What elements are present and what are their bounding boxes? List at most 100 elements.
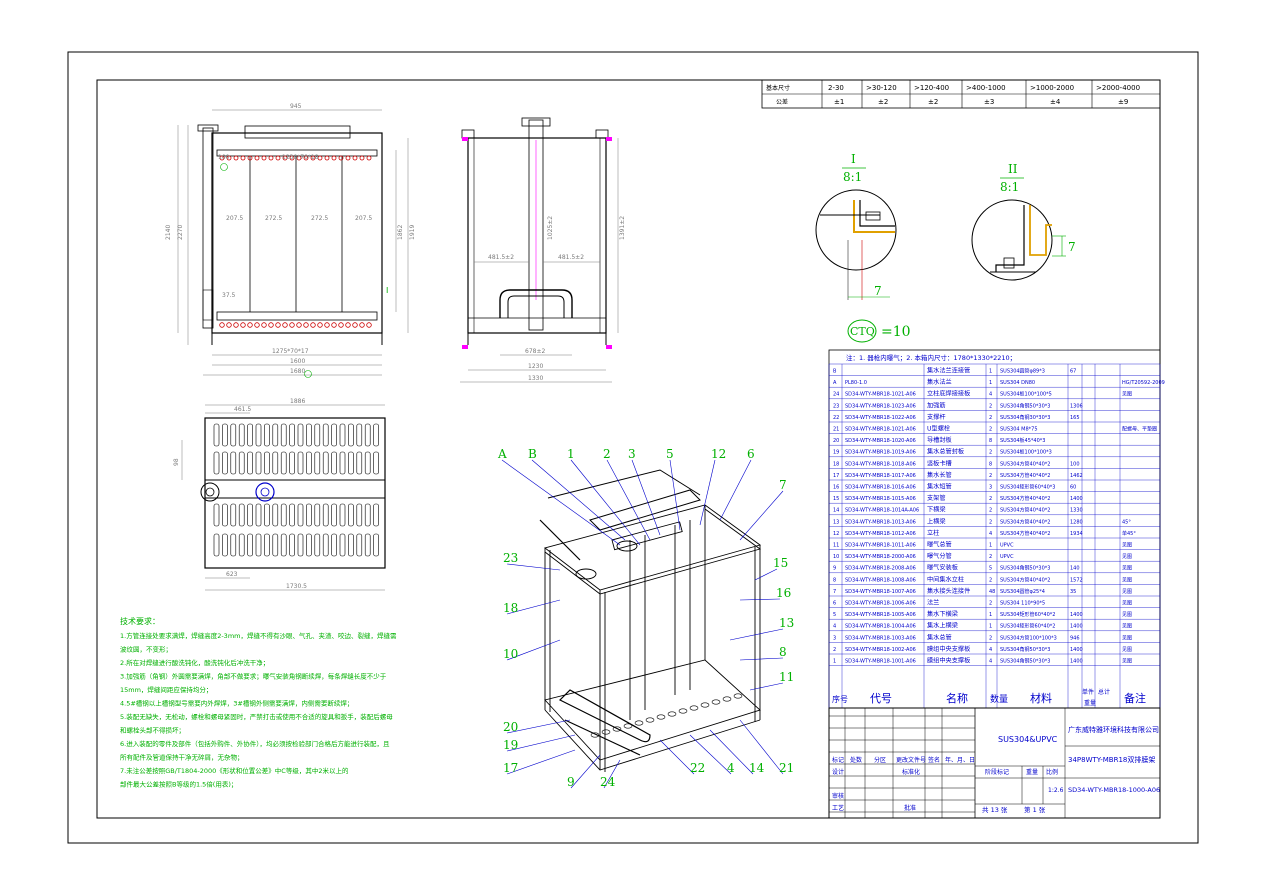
diffuser-icon (296, 155, 302, 161)
callout-1: 1 (567, 447, 575, 461)
bom-cell: 加强筋 (927, 401, 946, 409)
bom-cell: SD34-WTY-MBR18-1016-A06 (845, 485, 916, 491)
membrane-slot (373, 533, 379, 557)
bom-cell: SD34-WTY-MBR18-1001-A06 (845, 659, 916, 665)
bom-cell: 1 (833, 659, 836, 665)
front-dim-right1: 1862 (397, 225, 404, 240)
callout-leader (603, 759, 621, 789)
ctq-marker: CTQ =10 (847, 319, 911, 343)
bom-cell: 见图 (1122, 577, 1132, 583)
membrane-slot (238, 423, 245, 447)
bom-header-total: 总计 (1098, 688, 1110, 696)
bom-cell: 2 (989, 403, 992, 409)
diffuser-icon (689, 705, 699, 711)
side-dim-mid: 1025±2 (547, 216, 554, 240)
membrane-slot (280, 533, 287, 557)
bom-cell: 1 (989, 612, 992, 618)
side-dim-bottom1: 678±2 (525, 348, 545, 355)
membrane-slot (314, 533, 321, 557)
diffuser-icon (310, 322, 316, 328)
diffuser-icon (317, 322, 323, 328)
bom-cell: SD34-WTY-MBR18-1004-A06 (845, 624, 916, 630)
bom-cell: 23 (833, 403, 839, 409)
tech-note-line: 7.未注公差按照GB/T1804-2000《形状和位置公差》中C等级，其中2米以… (120, 766, 349, 775)
callout-leader (506, 639, 561, 661)
tol-row-label: 公差 (776, 98, 788, 106)
front-detail-i-label: I (386, 286, 388, 295)
tol-header-5: >1000-2000 (1030, 84, 1074, 92)
membrane-slot (331, 451, 337, 475)
membrane-slot (322, 503, 329, 527)
diffuser-icon (678, 708, 688, 714)
front-dim-bottom2: 1600 (290, 358, 305, 365)
tb-product: 34P8WTY-MBR18双排膜架 (1068, 755, 1155, 764)
bom-cell: 60 (1070, 485, 1076, 491)
bom-cell: SD34-WTY-MBR18-1015-A06 (845, 496, 916, 502)
front-dim-b: 272.5 (265, 215, 282, 222)
membrane-slot (222, 451, 228, 475)
tb-scale: 1:2.6 (1048, 787, 1064, 794)
bom-cell: SUS304角钢30*30*3 (1000, 414, 1050, 421)
callout-leader (659, 739, 695, 775)
front-dim-left2: 2270 (177, 225, 184, 240)
bom-cell: SD34-WTY-MBR18-1005-A06 (845, 612, 916, 618)
diffuser-icon (352, 322, 358, 328)
bom-cell: 导槽封板 (927, 436, 952, 444)
bom-cell: 3 (833, 635, 836, 641)
bom-cell: 立柱底焊接接板 (927, 390, 970, 398)
callout-leader (739, 719, 784, 775)
bom-cell: 1400 (1070, 624, 1083, 630)
bom-cell: 100 (1070, 461, 1080, 467)
bom-cell: 见图 (1122, 566, 1132, 572)
callout-leader (699, 459, 716, 526)
diffuser-icon (338, 322, 344, 328)
callout-23: 23 (503, 551, 518, 565)
callout-19: 19 (503, 738, 518, 752)
diffuser-icon (289, 155, 295, 161)
bom-cell: 集水法兰连接管 (927, 367, 970, 375)
bom-cell: 集水接头连接件 (927, 587, 970, 595)
tb-label-process: 工艺 (832, 804, 844, 812)
bom-cell: 22 (833, 415, 839, 421)
bom-header-remark: 备注 (1124, 691, 1146, 705)
diffuser-icon (366, 155, 372, 161)
callout-leader (689, 734, 732, 775)
bom-cell: SD34-WTY-MBR18-1021-A06 (845, 427, 916, 433)
membrane-slot (272, 423, 279, 447)
front-dim-left1: 2140 (165, 225, 172, 240)
membrane-slot (339, 423, 346, 447)
tb-company: 广东威特雅环境科技有限公司 (1068, 725, 1159, 734)
bom-cell: 见图 (1122, 601, 1132, 607)
diffuser-icon (261, 155, 267, 161)
callout-leader (669, 459, 681, 531)
diffuser-icon (219, 155, 225, 161)
membrane-slot (289, 451, 295, 475)
membrane-slot (230, 503, 237, 527)
diffuser-icon (303, 322, 309, 328)
bom-cell: 5 (833, 612, 836, 618)
membrane-slot (247, 533, 253, 557)
tol-header-1: 2-30 (828, 84, 844, 92)
front-dim-flange: 100 (218, 154, 230, 161)
bom-cell: 6 (833, 601, 836, 607)
callout-4: 4 (727, 761, 735, 775)
callout-leader (606, 459, 651, 541)
bom-header-name: 名称 (946, 691, 968, 705)
tech-note-line: 波纹圆，不变形； (120, 645, 172, 654)
diffuser-icon (282, 322, 288, 328)
bom-cell: 8 (989, 461, 992, 467)
front-dim-top: 945 (290, 103, 302, 110)
front-dim-note: 37.5 (222, 292, 236, 299)
diffuser-icon (310, 155, 316, 161)
callout-leader (570, 459, 641, 546)
diffuser-icon (733, 693, 743, 699)
bom-cell: SD34-WTY-MBR18-1013-A06 (845, 519, 916, 525)
bom-cell: SUS304矩形管60*40*3 (1000, 484, 1055, 491)
technical-requirements: 技术要求： 1.方管连接处要求满焊，焊缝高度2-3mm，焊缝不得有沙眼、气孔、夹… (120, 616, 397, 789)
callout-8: 8 (779, 645, 787, 659)
callout-leader (719, 459, 752, 521)
